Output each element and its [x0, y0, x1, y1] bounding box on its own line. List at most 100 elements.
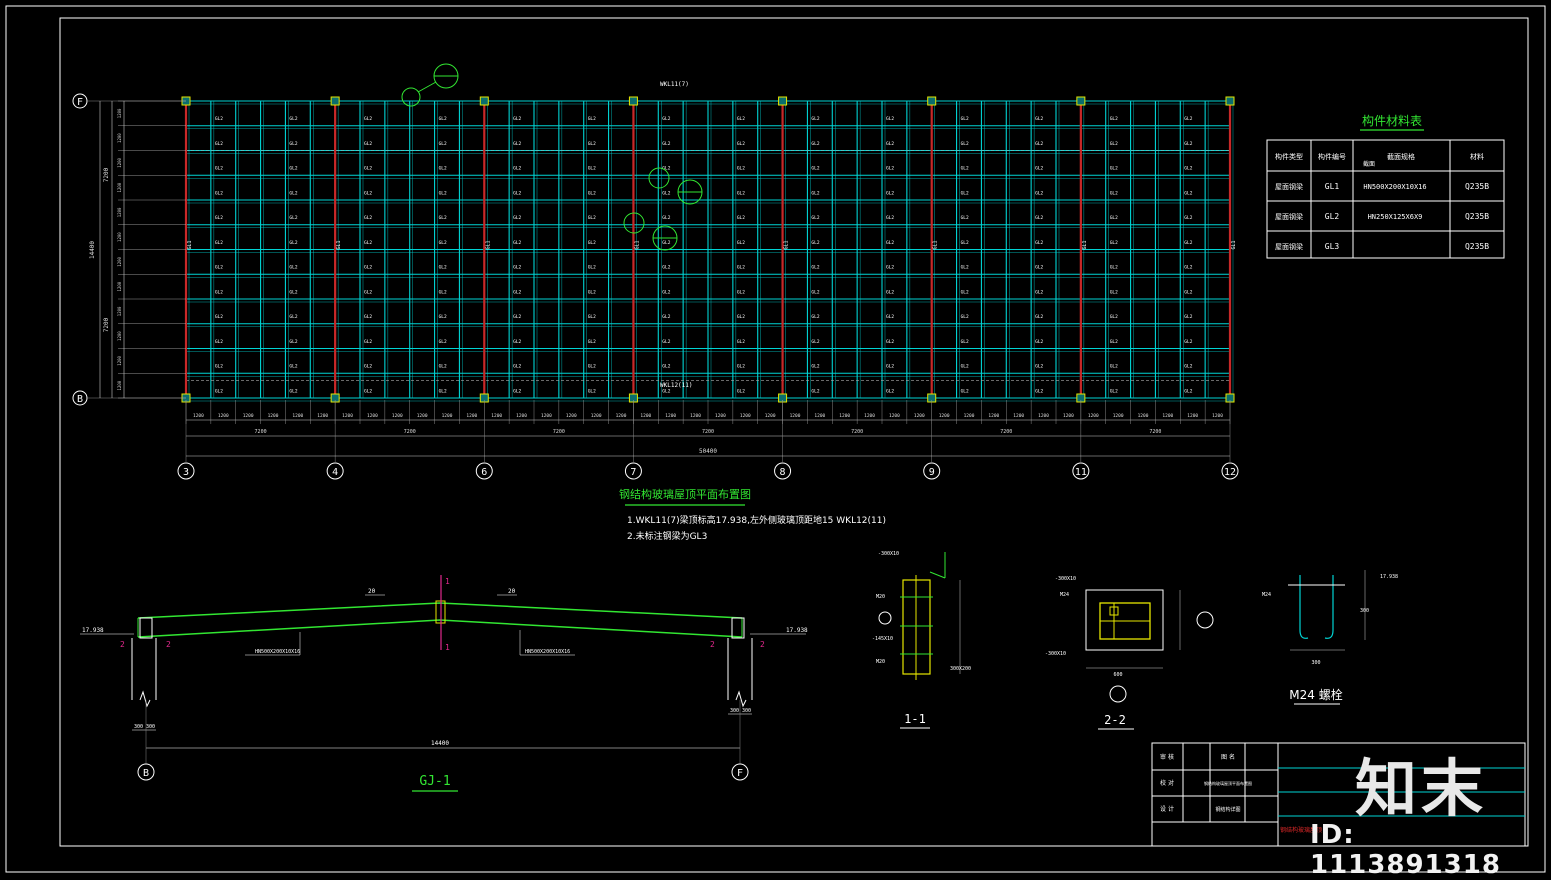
plan-title: 钢结构玻璃屋顶平面布置图	[619, 487, 751, 501]
purlin-label: GL2	[1035, 240, 1043, 246]
purlin-label: GL2	[886, 240, 894, 246]
sub-dim-label: 1200	[516, 413, 527, 419]
sub-dim-label: 1200	[117, 256, 122, 266]
sub-dim-label: 1200	[491, 413, 502, 419]
beam-label: GL1	[1082, 240, 1088, 249]
purlin-label: GL2	[886, 166, 894, 172]
purlin-label: GL2	[1110, 215, 1118, 221]
purlin-label: GL2	[737, 314, 745, 320]
purlin-label: GL2	[961, 314, 969, 320]
purlin-label: GL2	[1110, 190, 1118, 196]
purlin-label: GL2	[215, 190, 223, 196]
purlin-label: GL2	[364, 364, 372, 370]
purlin-label: GL2	[588, 265, 596, 271]
sub-dim-label: 1200	[814, 413, 825, 419]
purlin-label: GL2	[1035, 314, 1043, 320]
axis-label-11: 11	[1075, 467, 1087, 478]
plan-note-1: 1.WKL11(7)梁顶标高17.938,左外侧玻璃顶距地15 WKL12(11…	[627, 514, 886, 526]
sub-dim-label: 1200	[117, 133, 122, 143]
sub-dim-label: 1200	[964, 413, 975, 419]
overall-length-dim: 50400	[699, 448, 717, 455]
purlin-label: GL2	[1184, 190, 1192, 196]
watermark-id: ID: 1113891318	[1310, 820, 1501, 880]
gj1-section2-right: 2	[710, 640, 715, 649]
tb-cell: 图 名	[1221, 753, 1235, 761]
purlin-label: GL2	[737, 265, 745, 271]
section-2-2: -300X10 M24 -300X10 600 2-2	[1045, 576, 1214, 730]
purlin-label: GL2	[886, 215, 894, 221]
purlin-label: GL2	[961, 141, 969, 147]
axis-label-F: F	[77, 97, 83, 108]
plan-note-2: 2.未标注钢梁为GL3	[627, 530, 707, 542]
purlin-label: GL2	[662, 141, 670, 147]
table-cell-type: 屋面钢梁	[1275, 212, 1303, 221]
purlin-label: GL2	[737, 339, 745, 345]
purlin-label: GL2	[961, 265, 969, 271]
sub-dim-label: 1200	[1038, 413, 1049, 419]
section-2-2-title: 2-2	[1104, 713, 1126, 727]
sub-dim-label: 1200	[939, 413, 950, 419]
purlin-label: GL2	[1184, 388, 1192, 394]
purlin-label: GL2	[289, 314, 297, 320]
purlin-label: GL2	[961, 388, 969, 394]
sub-dim-label: 1200	[292, 413, 303, 419]
sub-dim-label: 1200	[117, 355, 122, 365]
table-title: 构件材料表	[1362, 113, 1422, 128]
axis-label-8: 8	[780, 467, 786, 478]
purlin-label: GL2	[1184, 166, 1192, 172]
purlin-label: GL2	[662, 116, 670, 122]
sub-dim-label: 1200	[117, 380, 122, 390]
purlin-label: GL2	[811, 166, 819, 172]
bolt-text: 300	[1360, 608, 1369, 614]
sub-dim-label: 1200	[193, 413, 204, 419]
purlin-label: GL2	[1035, 339, 1043, 345]
purlin-label: GL2	[961, 190, 969, 196]
purlin-label: GL2	[364, 116, 372, 122]
purlin-label: GL2	[1035, 190, 1043, 196]
purlin-label: GL2	[215, 141, 223, 147]
section-1-1: -300X10 M20 -145X10 M20 300X200 1-1	[872, 551, 971, 729]
purlin-label: GL2	[439, 190, 447, 196]
purlin-label: GL2	[588, 289, 596, 295]
tb-cell: 审 核	[1160, 753, 1174, 761]
purlin-label: GL2	[886, 141, 894, 147]
axis-label-6: 6	[481, 467, 487, 478]
tb-cell: 钢结构玻璃屋顶平面布置图	[1204, 780, 1252, 786]
purlin-label: GL2	[1184, 265, 1192, 271]
purlin-label: GL2	[439, 289, 447, 295]
purlin-label: GL2	[364, 166, 372, 172]
purlin-label: GL2	[289, 215, 297, 221]
sub-dim-label: 1200	[317, 413, 328, 419]
sub-dim-label: 1200	[566, 413, 577, 419]
purlin-label: GL2	[1110, 388, 1118, 394]
table-cell-material: Q235B	[1465, 212, 1489, 221]
purlin-label: GL2	[811, 265, 819, 271]
tb-cell: 校 对	[1160, 779, 1174, 787]
purlin-label: GL2	[289, 364, 297, 370]
purlin-label: GL2	[364, 215, 372, 221]
purlin-label: GL2	[1184, 240, 1192, 246]
axis-label-3: 3	[183, 467, 189, 478]
gj1-elev-right: 17.938	[786, 627, 808, 634]
gj1-col-dim-right: 300	[730, 708, 739, 714]
sub-dim-label: 1200	[117, 108, 122, 118]
purlin-label: GL2	[513, 215, 521, 221]
beam-label: GL1	[784, 240, 790, 249]
purlin-label: GL2	[886, 265, 894, 271]
sub-dim-label: 1200	[690, 413, 701, 419]
axis-label-7: 7	[630, 467, 636, 478]
purlin-label: GL2	[1035, 265, 1043, 271]
purlin-label: GL2	[364, 314, 372, 320]
purlin-label: GL2	[439, 314, 447, 320]
purlin-label: GL2	[439, 240, 447, 246]
purlin-label: GL2	[513, 141, 521, 147]
purlin-label: GL2	[1035, 289, 1043, 295]
purlin-label: GL2	[737, 215, 745, 221]
gj1-col-dim-right-b: 300	[742, 708, 751, 714]
purlin-label: GL2	[662, 364, 670, 370]
purlin-label: GL2	[1184, 116, 1192, 122]
purlin-label: GL2	[364, 265, 372, 271]
bay-dim-label: 7200	[553, 429, 565, 435]
purlin-label: GL2	[215, 364, 223, 370]
purlin-label: GL2	[215, 314, 223, 320]
